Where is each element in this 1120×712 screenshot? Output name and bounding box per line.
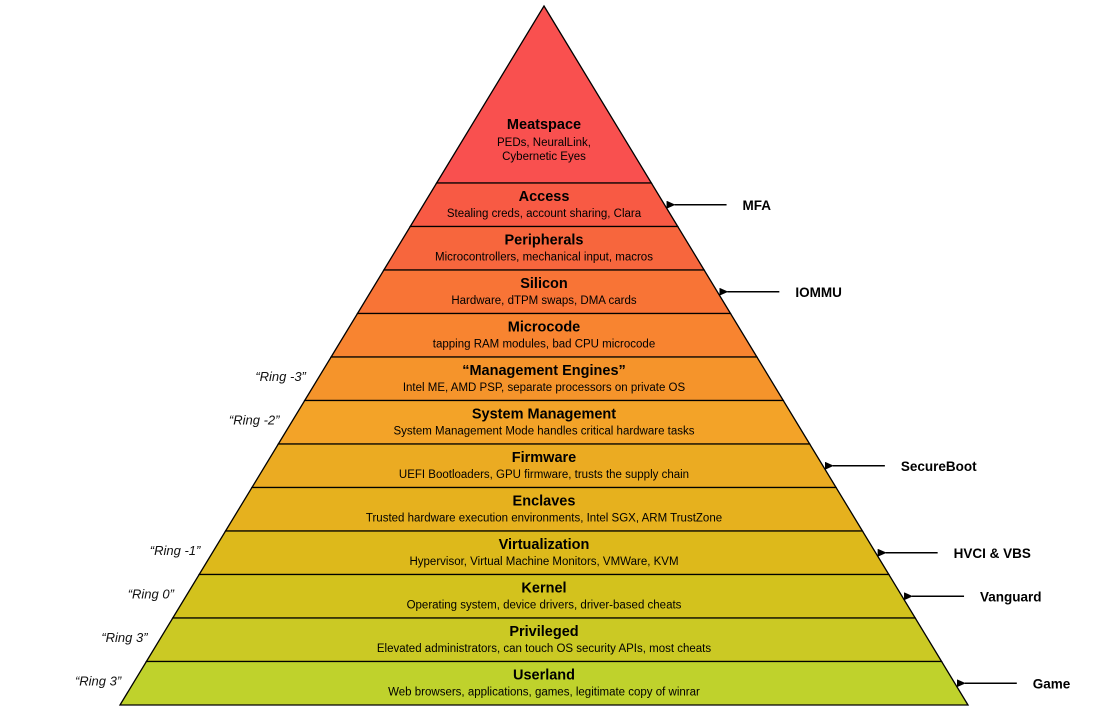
ring-label: “Ring 3” <box>75 673 122 688</box>
ring-label: “Ring -1” <box>150 543 201 558</box>
layer-title: Silicon <box>520 276 568 292</box>
layer-title: Enclaves <box>513 494 576 510</box>
layer-title: Kernel <box>521 581 566 597</box>
layer-description: PEDs, NeuralLink, <box>497 137 591 149</box>
ring-label: “Ring 0” <box>128 586 175 601</box>
layer-description: Intel ME, AMD PSP, separate processors o… <box>403 382 686 394</box>
ring-label: “Ring -3” <box>255 369 306 384</box>
layer-title: Privileged <box>509 624 578 640</box>
layer-title: Firmware <box>512 450 576 466</box>
layer-description: Hardware, dTPM swaps, DMA cards <box>451 295 637 307</box>
layer-description: System Management Mode handles critical … <box>393 426 694 438</box>
layer-management-engines: “Management Engines” Intel ME, AMD PSP, s… <box>303 356 785 402</box>
layer-title: Userland <box>513 668 575 684</box>
layer-description: tapping RAM modules, bad CPU microcode <box>433 339 655 351</box>
layer-description: Web browsers, applications, games, legit… <box>388 687 700 699</box>
ring-label: “Ring -2” <box>229 412 280 427</box>
annotation: Vanguard <box>904 589 1042 604</box>
layer-shape <box>118 660 970 706</box>
layer-title: Virtualization <box>499 537 590 553</box>
annotation: Game <box>956 676 1071 691</box>
layer-title: Access <box>519 189 570 205</box>
layer-description: UEFI Bootloaders, GPU firmware, trusts t… <box>399 469 689 481</box>
annotation-label: Vanguard <box>980 589 1042 604</box>
layer-description: Elevated administrators, can touch OS se… <box>377 643 712 655</box>
ring-label: “Ring 3” <box>101 630 148 645</box>
annotation: SecureBoot <box>824 459 977 474</box>
annotation-label: SecureBoot <box>901 459 977 474</box>
layer-description: Operating system, device drivers, driver… <box>407 600 682 612</box>
annotation: HVCI & VBS <box>877 546 1031 561</box>
layer-description: Trusted hardware execution environments,… <box>366 513 722 525</box>
ring-labels: “Ring -3” “Ring -2” “Ring -1” “Ring 0” “Ring… <box>75 369 307 689</box>
annotation-label: HVCI & VBS <box>954 546 1031 561</box>
annotation-label: Game <box>1033 676 1071 691</box>
annotation-label: MFA <box>743 198 772 213</box>
annotation-label: IOMMU <box>795 285 842 300</box>
layer-title: Microcode <box>508 320 581 336</box>
layer-title: “Management Engines” <box>462 363 626 379</box>
layer-description: Hypervisor, Virtual Machine Monitors, VM… <box>409 556 678 568</box>
annotation: MFA <box>666 198 772 213</box>
layer-description: Cybernetic Eyes <box>502 151 586 163</box>
layer-title: System Management <box>472 407 616 423</box>
layer-description: Microcontrollers, mechanical input, macr… <box>435 252 653 264</box>
layer-title: Peripherals <box>505 233 584 249</box>
layer-description: Stealing creds, account sharing, Clara <box>447 208 642 220</box>
layer-microcode: Microcode tapping RAM modules, bad CPU mi… <box>329 312 759 358</box>
annotation: IOMMU <box>719 285 842 300</box>
layer-title: Meatspace <box>507 117 581 133</box>
